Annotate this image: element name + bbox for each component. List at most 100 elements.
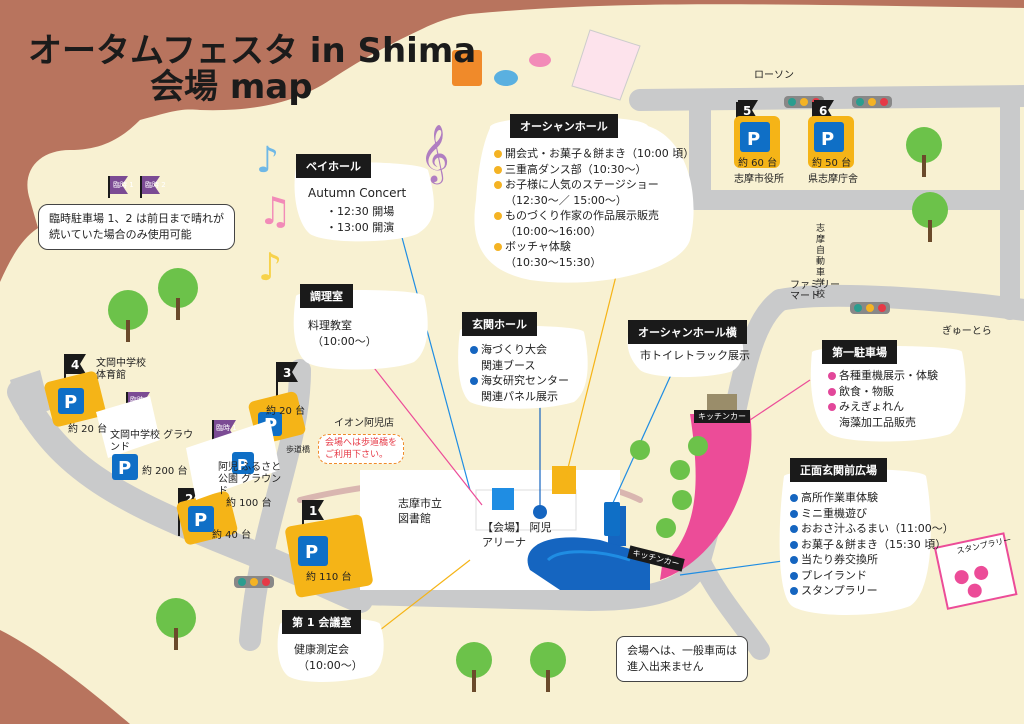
ocean-list-item: ものづくり作家の作品展示販売 xyxy=(494,208,694,224)
entrance-hall-header: 玄関ホール xyxy=(462,312,537,336)
flag-number-3: 3 xyxy=(283,366,291,380)
svg-text:𝄞: 𝄞 xyxy=(420,124,450,185)
page-title: オータムフェスタ in Shima 会場 map xyxy=(28,31,477,105)
first-parking-area-header: 第一駐車場 xyxy=(822,340,897,364)
no-cars-line-1: 会場へは、一般車両は xyxy=(627,644,737,657)
front-plaza-list-item: お菓子＆餅まき（15:30 頃） xyxy=(790,537,954,553)
parking-5-place: 志摩市役所 xyxy=(734,174,784,185)
ocean-hall-list: 開会式・お菓子＆餅まき（10:00 頃）三重高ダンス部（10:30～）お子様に人… xyxy=(494,146,694,270)
landmark-aeon: イオン阿児店 xyxy=(334,418,394,429)
entrance-list-item: 海づくり大会 xyxy=(470,342,569,358)
ocean-list-item: （10:00～16:00） xyxy=(505,224,602,238)
cooking-room-item-1: 料理教室 xyxy=(308,319,352,332)
parking-6-capacity: 約 50 台 xyxy=(812,158,852,169)
landmark-driving-school: 志摩自動車学校 xyxy=(816,224,826,300)
kitchen-car-label-1: キッチンカー xyxy=(694,410,750,423)
entrance-list-item: 関連ブース xyxy=(481,358,536,372)
leader-lines xyxy=(359,229,811,631)
landmark-arena: 【会場】 阿児アリーナ xyxy=(482,521,552,549)
parking-6-place: 県志摩庁舎 xyxy=(808,174,858,185)
landmark-library: 志摩市立 図書館 xyxy=(398,497,442,525)
meeting-room-item-1: 健康測定会 xyxy=(294,643,349,656)
parking-1-capacity: 約 110 台 xyxy=(306,572,352,583)
decorations: ♪ 𝄞 ♫ ♪ xyxy=(256,29,737,414)
no-cars-note: 会場へは、一般車両は 進入出来ません xyxy=(616,636,748,682)
parking-rinji2-place: 文岡中学校 グラウンド xyxy=(110,430,194,453)
temporary-parking-notice: 臨時駐車場 1、2 は前日まで晴れが 続いていた場合のみ使用可能 xyxy=(38,204,235,250)
parking-rinji2-capacity: 約 200 台 xyxy=(142,466,188,477)
flag-number-2: 2 xyxy=(185,492,193,506)
front-plaza-list-item: 高所作業車体験 xyxy=(790,490,954,506)
parking-3-capacity: 約 20 台 xyxy=(266,406,306,417)
landmark-footbridge: 歩道橋 xyxy=(286,445,310,454)
meeting-room-item-2: （10:00～） xyxy=(298,659,363,672)
notice-line-2: 続いていた場合のみ使用可能 xyxy=(49,228,192,241)
bay-hall-item-2: ・13:00 開演 xyxy=(326,221,395,234)
parking-signs xyxy=(44,116,854,598)
title-line-1: オータムフェスタ in Shima xyxy=(28,31,477,71)
ocean-list-item: 開会式・お菓子＆餅まき（10:00 頃） xyxy=(494,146,694,162)
first-parking-area-list: 各種重機展示・体験飲食・物販みえぎょれん海藻加工品販売 xyxy=(828,368,938,430)
footbridge-note-line-1: 会場へは歩道橋を xyxy=(325,438,398,448)
footbridge-note-line-2: ご利用下さい。 xyxy=(325,450,389,460)
stamp-rally-card xyxy=(933,532,1018,610)
first-parking-list-item: 海藻加工品販売 xyxy=(839,415,916,429)
svg-text:P: P xyxy=(305,542,318,563)
first-parking-list-item: 各種重機展示・体験 xyxy=(828,368,938,384)
ocean-side-item: 市トイレトラック展示 xyxy=(640,349,750,362)
ocean-list-item: お子様に人気のステージショー xyxy=(494,177,694,193)
svg-text:P: P xyxy=(118,458,131,479)
first-parking-list-item: みえぎょれん xyxy=(828,399,938,415)
flag-number-5: 5 xyxy=(743,104,751,118)
ocean-side-header: オーシャンホール横 xyxy=(628,320,747,344)
first-parking-list-item: 飲食・物販 xyxy=(828,384,938,400)
notice-line-1: 臨時駐車場 1、2 は前日まで晴れが xyxy=(49,212,224,225)
flag-rinji-2-map: 臨時 2 xyxy=(130,396,151,404)
bay-hall-header: ベイホール xyxy=(296,154,371,178)
landmark-bunoka-gym: 文岡中学校 体育館 xyxy=(96,358,146,381)
parking-rinji1-capacity: 約 100 台 xyxy=(226,498,272,509)
bay-hall-item-1: ・12:30 開場 xyxy=(326,205,395,218)
landmark-lawson: ローソン xyxy=(754,70,794,81)
svg-text:P: P xyxy=(237,456,248,474)
flag-number-1: 1 xyxy=(309,504,317,518)
bay-hall-title: Autumn Concert xyxy=(308,186,407,200)
entrance-list-item: 海女研究センター xyxy=(470,373,569,389)
arena-building xyxy=(360,466,650,590)
svg-text:P: P xyxy=(821,129,834,150)
front-plaza-list-item: スタンプラリー xyxy=(790,583,954,599)
ocean-list-item: ボッチャ体験 xyxy=(494,239,694,255)
front-plaza-list: 高所作業車体験ミニ重機遊びおおさ汁ふるまい（11:00～）お菓子＆餅まき（15:… xyxy=(790,490,954,599)
ocean-list-item: （12:30～／ 15:00～） xyxy=(505,193,627,207)
svg-text:P: P xyxy=(264,415,277,436)
flag-number-4: 4 xyxy=(71,358,79,372)
entrance-hall-list: 海づくり大会関連ブース海女研究センター関連パネル展示 xyxy=(470,342,569,404)
ocean-list-item: 三重高ダンス部（10:30～） xyxy=(494,162,694,178)
flag-rinji-2-label: 臨時 2 xyxy=(145,181,166,189)
cooking-room-header: 調理室 xyxy=(300,284,353,308)
front-plaza-header: 正面玄関前広場 xyxy=(790,458,887,482)
ocean-list-item: （10:30～15:30） xyxy=(505,255,602,269)
svg-text:♪: ♪ xyxy=(258,245,282,289)
no-cars-line-2: 進入出来ません xyxy=(627,660,704,673)
flag-rinji-1-map: 臨時 1 xyxy=(216,424,237,432)
front-plaza-list-item: 当たり券交換所 xyxy=(790,552,954,568)
front-plaza-list-item: ミニ重機遊び xyxy=(790,506,954,522)
entrance-list-item: 関連パネル展示 xyxy=(481,389,558,403)
flag-number-6: 6 xyxy=(819,104,827,118)
parking-2-capacity: 約 40 台 xyxy=(212,530,252,541)
parking-5-capacity: 約 60 台 xyxy=(738,158,778,169)
footbridge-note: 会場へは歩道橋を ご利用下さい。 xyxy=(318,434,405,464)
svg-text:P: P xyxy=(64,392,77,413)
ocean-hall-header: オーシャンホール xyxy=(510,114,618,138)
svg-text:♪: ♪ xyxy=(256,140,279,181)
front-plaza-list-item: おおさ汁ふるまい（11:00～） xyxy=(790,521,954,537)
landmark-gyutora: ぎゅーとら xyxy=(942,326,992,337)
trees xyxy=(108,127,948,692)
parking-4-capacity: 約 20 台 xyxy=(68,424,108,435)
landmark-familymart: ファミリー マート xyxy=(790,280,840,302)
front-plaza-list-item: プレイランド xyxy=(790,568,954,584)
svg-text:♫: ♫ xyxy=(258,189,292,233)
